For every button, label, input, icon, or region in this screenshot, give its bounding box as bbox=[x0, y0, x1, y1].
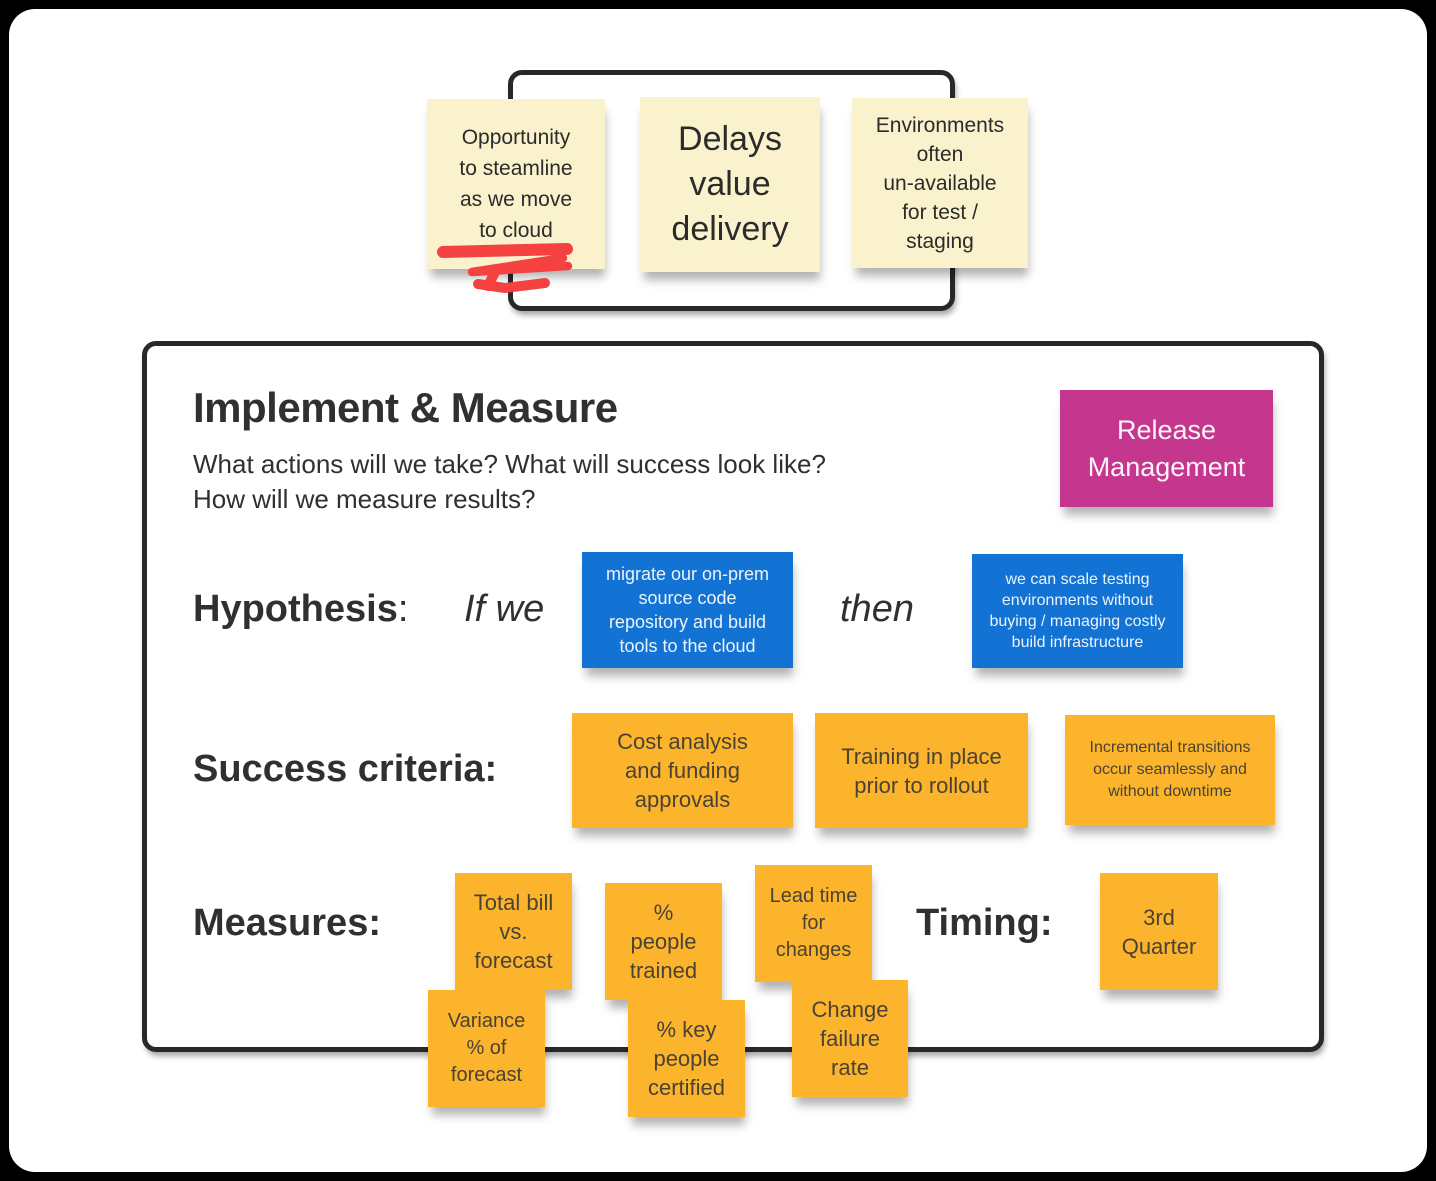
red-marker-scribble bbox=[437, 243, 573, 293]
timing-label: Timing: bbox=[916, 902, 1053, 944]
sticky-note-lead-time[interactable]: Lead time for changes bbox=[755, 865, 872, 982]
panel-subtitle: What actions will we take? What will suc… bbox=[193, 449, 826, 514]
sticky-note-delays-value[interactable]: Delays value delivery bbox=[640, 97, 820, 272]
sticky-note-environments[interactable]: Environments often un-available for test… bbox=[852, 98, 1028, 268]
sticky-note-people-trained[interactable]: % people trained bbox=[605, 883, 722, 1000]
panel-title: Implement & Measure bbox=[193, 384, 618, 431]
sticky-note-variance-forecast[interactable]: Variance % of forecast bbox=[428, 990, 545, 1107]
then-text: then bbox=[840, 588, 914, 630]
measures-label: Measures: bbox=[193, 902, 381, 944]
success-criteria-label: Success criteria: bbox=[193, 748, 498, 790]
sticky-note-hypothesis-if[interactable]: migrate our on-prem source code reposito… bbox=[582, 552, 793, 668]
sticky-note-cost-analysis[interactable]: Cost analysis and funding approvals bbox=[572, 713, 793, 828]
sticky-note-key-people-certified[interactable]: % key people certified bbox=[628, 1000, 745, 1117]
sticky-note-training-in-place[interactable]: Training in place prior to rollout bbox=[815, 713, 1028, 828]
sticky-note-opportunity[interactable]: Opportunity to steamline as we move to c… bbox=[427, 99, 605, 269]
if-we-text: If we bbox=[464, 588, 545, 630]
sticky-note-3rd-quarter[interactable]: 3rd Quarter bbox=[1100, 873, 1218, 990]
hypothesis-label-text: Hypothesis bbox=[193, 588, 398, 630]
sticky-note-release-management[interactable]: Release Management bbox=[1060, 390, 1273, 507]
sticky-note-hypothesis-then[interactable]: we can scale testing environments withou… bbox=[972, 554, 1183, 668]
sticky-note-change-failure-rate[interactable]: Change failure rate bbox=[792, 980, 908, 1097]
hypothesis-label-colon: : bbox=[397, 588, 409, 630]
sticky-note-incremental-transitions[interactable]: Incremental transitions occur seamlessly… bbox=[1065, 715, 1275, 825]
hypothesis-label: Hypothesis: bbox=[193, 588, 408, 631]
sticky-note-total-bill[interactable]: Total bill vs. forecast bbox=[455, 873, 572, 990]
